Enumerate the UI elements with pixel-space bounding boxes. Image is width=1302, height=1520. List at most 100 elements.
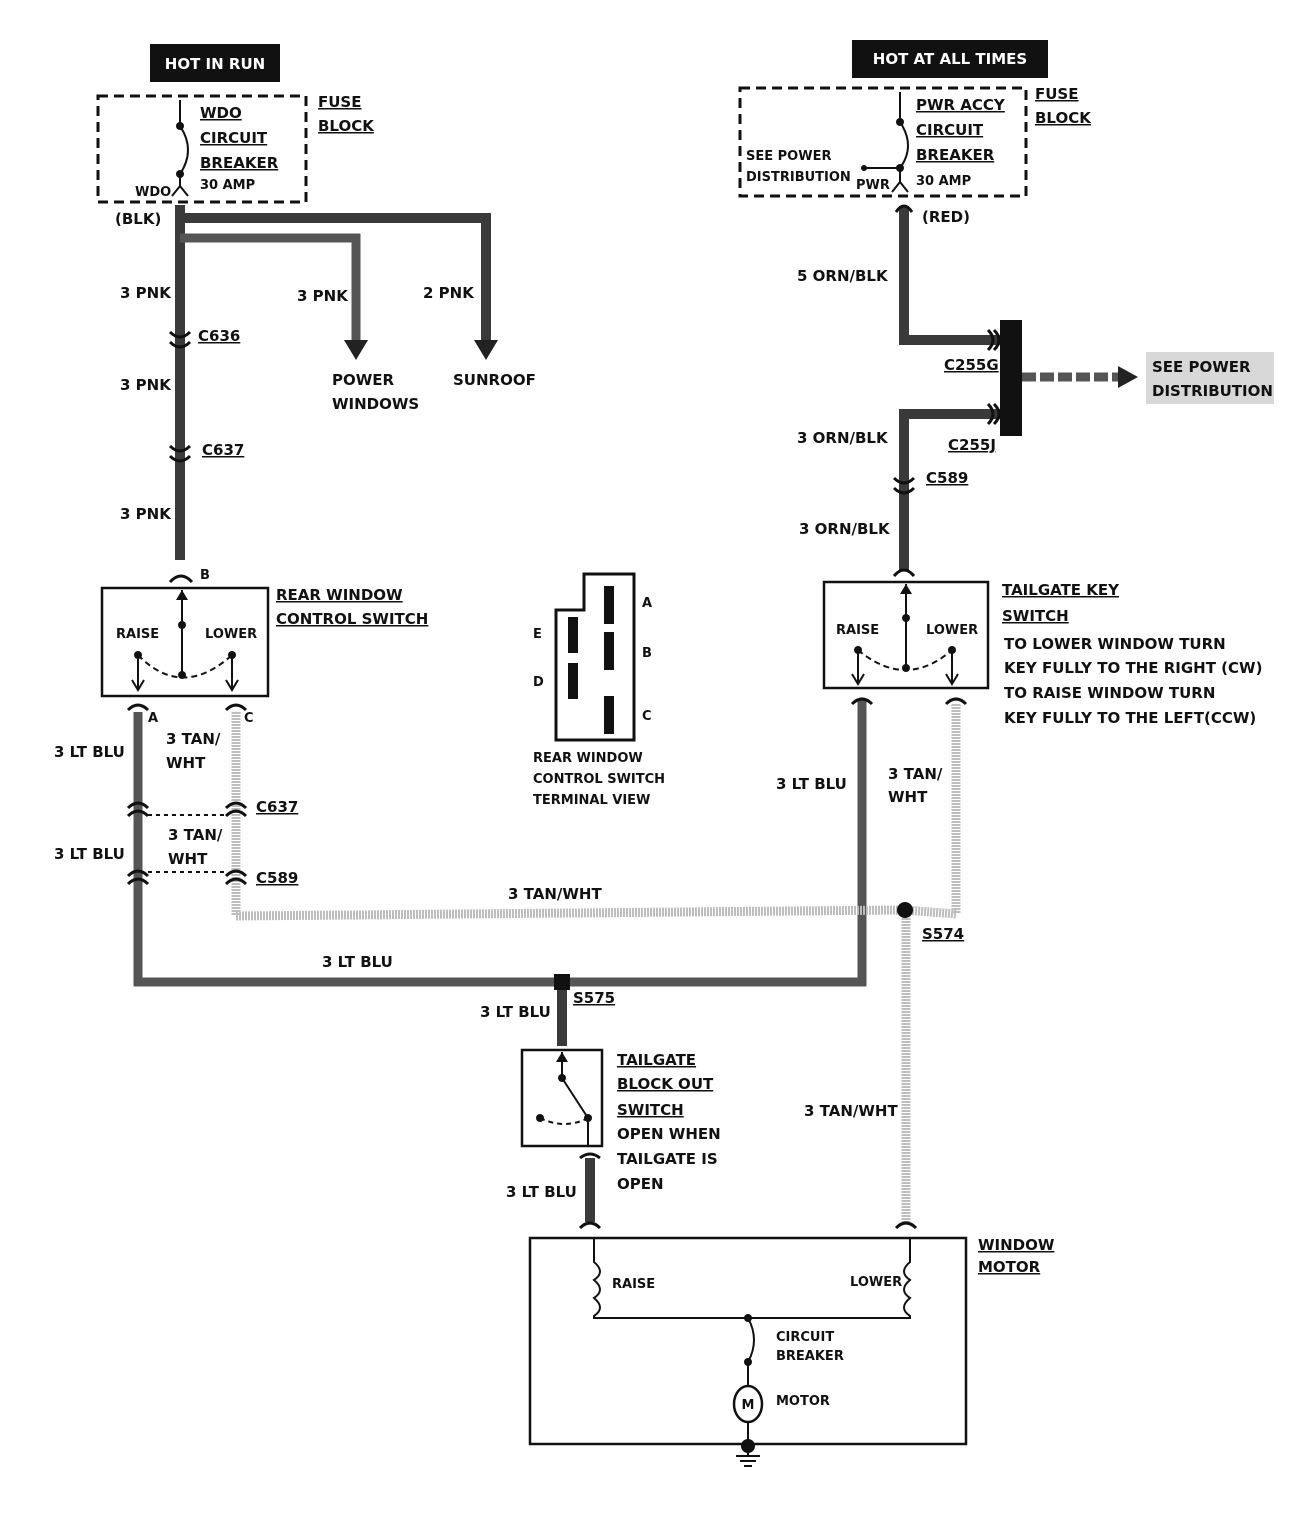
svg-text:CIRCUIT: CIRCUIT — [776, 1330, 834, 1345]
blockout-title: BLOCK OUT — [617, 1075, 714, 1093]
red-connector — [894, 204, 914, 213]
connector-c589-right — [892, 476, 916, 495]
terminal-view-caption: REAR WINDOW — [533, 751, 643, 766]
wire-label: 3 ORN/BLK — [799, 520, 891, 538]
orn-blk-wire-bottom — [899, 409, 1000, 570]
svg-text:PWR: PWR — [856, 178, 890, 193]
pwr-accy-fuse-block: PWR ACCY CIRCUIT BREAKER 30 AMP PWR SEE … — [738, 86, 1028, 198]
svg-text:A: A — [642, 596, 652, 611]
terminal-c-label: C — [244, 711, 254, 726]
terminal-b-connector — [168, 574, 194, 584]
svg-text:BREAKER: BREAKER — [916, 146, 995, 164]
splice-s574 — [897, 902, 913, 918]
key-switch-output-connectors — [850, 697, 968, 706]
blockout-output-connector — [579, 1152, 601, 1160]
hot-at-all-times-banner: HOT AT ALL TIMES — [852, 40, 1048, 78]
fuse-block-label: BLOCK — [1035, 109, 1092, 127]
tan-wht-wire-right — [904, 704, 961, 919]
pnk-wire-power-windows — [180, 233, 361, 345]
wire-label: 3 TAN/ — [888, 765, 943, 783]
wire-label: 3 TAN/ — [168, 826, 223, 844]
connector-label: C637 — [256, 798, 298, 816]
power-windows-arrow — [344, 340, 368, 360]
connector-label: C589 — [256, 869, 298, 887]
svg-text:WDO: WDO — [200, 104, 242, 122]
svg-text:RAISE: RAISE — [836, 623, 879, 638]
connector-c637-lower — [126, 801, 248, 818]
terminal-a-label: A — [148, 711, 158, 726]
svg-text:RAISE: RAISE — [116, 627, 159, 642]
blockout-switch-internals — [536, 1052, 592, 1146]
see-power-dist-box — [1146, 352, 1274, 404]
key-switch-title: SWITCH — [1002, 607, 1069, 625]
wire-label: 3 LT BLU — [776, 775, 847, 793]
power-windows-label: WINDOWS — [332, 395, 419, 413]
hot-in-run-banner: HOT IN RUN — [150, 44, 280, 82]
fuse-block-label: FUSE — [318, 93, 361, 111]
connector-c589-lower — [126, 869, 248, 886]
svg-text:DISTRIBUTION: DISTRIBUTION — [746, 170, 851, 185]
blockout-title: TAILGATE — [617, 1051, 696, 1069]
svg-text:30 AMP: 30 AMP — [916, 174, 971, 189]
blockout-note: TAILGATE IS — [617, 1150, 718, 1168]
connector-c637 — [168, 444, 192, 463]
wire-label: 3 LT BLU — [322, 953, 393, 971]
terminal-view-caption: CONTROL SWITCH — [533, 772, 665, 787]
wire-label: 3 TAN/ — [166, 730, 221, 748]
key-switch-note: KEY FULLY TO THE LEFT(CCW) — [1004, 709, 1256, 727]
svg-text:LOWER: LOWER — [926, 623, 978, 638]
splice-label: S574 — [922, 925, 964, 943]
connector-block-c255 — [1000, 320, 1022, 436]
ground-symbol — [736, 1439, 760, 1467]
tan-wht-wire-left — [231, 712, 906, 921]
wire-label: WHT — [166, 754, 206, 772]
wire-label: 3 LT BLU — [54, 845, 125, 863]
splice-label: S575 — [573, 989, 615, 1007]
rear-switch-title: CONTROL SWITCH — [276, 610, 428, 628]
rear-switch-title: REAR WINDOW — [276, 586, 403, 604]
wire-label: 3 LT BLU — [480, 1003, 551, 1021]
key-switch-internals: RAISE LOWER — [836, 584, 978, 686]
fuse-block-label: FUSE — [1035, 85, 1078, 103]
wire-label: WHT — [168, 850, 208, 868]
svg-text:HOT AT ALL TIMES: HOT AT ALL TIMES — [873, 50, 1027, 68]
wdo-fuse-block: WDO CIRCUIT BREAKER 30 AMP WDO — [96, 94, 308, 204]
svg-text:CIRCUIT: CIRCUIT — [916, 121, 984, 139]
lt-blu-wire-loop — [133, 700, 867, 987]
rear-switch-internals: RAISE LOWER — [116, 590, 257, 692]
wire-label: 3 PNK — [120, 376, 172, 394]
key-switch-input-connector — [892, 568, 916, 578]
svg-text:WDO: WDO — [135, 185, 171, 200]
blockout-note: OPEN — [617, 1175, 664, 1193]
terminal-b-label: B — [200, 568, 210, 583]
connector-label: C255G — [944, 356, 999, 374]
orn-blk-wire-top — [899, 206, 1000, 345]
wire-label: 3 PNK — [120, 284, 172, 302]
wire-label: 3 ORN/BLK — [797, 429, 889, 447]
svg-text:30 AMP: 30 AMP — [200, 178, 255, 193]
splice-s575 — [554, 974, 570, 990]
wire-color-blk: (BLK) — [115, 210, 161, 228]
svg-text:RAISE: RAISE — [612, 1277, 655, 1292]
svg-text:SEE POWER: SEE POWER — [746, 149, 831, 164]
wire-label: 3 TAN/WHT — [508, 885, 602, 903]
svg-text:M: M — [742, 1398, 755, 1413]
connector-label: C255J — [948, 436, 996, 454]
terminal-c-connector — [224, 703, 248, 712]
wire-label: 3 PNK — [120, 505, 172, 523]
connector-c255g — [986, 328, 1001, 352]
connector-c255j — [986, 402, 1001, 426]
svg-text:BREAKER: BREAKER — [776, 1349, 844, 1364]
wire-label: WHT — [888, 788, 928, 806]
rear-window-control-switch — [100, 586, 270, 698]
see-power-dist-label: SEE POWER — [1152, 358, 1251, 376]
sunroof-label: SUNROOF — [453, 371, 536, 389]
svg-text:PWR ACCY: PWR ACCY — [916, 96, 1006, 114]
see-power-dist-arrow — [1118, 366, 1138, 388]
motor-internals: M RAISE LOWER CIRCUIT BREAKER MOTOR — [592, 1238, 912, 1444]
svg-text:MOTOR: MOTOR — [776, 1394, 830, 1409]
key-switch-note: KEY FULLY TO THE RIGHT (CW) — [1004, 659, 1262, 677]
connector-label: C637 — [202, 441, 244, 459]
key-switch-note: TO LOWER WINDOW TURN — [1004, 635, 1226, 653]
svg-text:D: D — [533, 675, 544, 690]
